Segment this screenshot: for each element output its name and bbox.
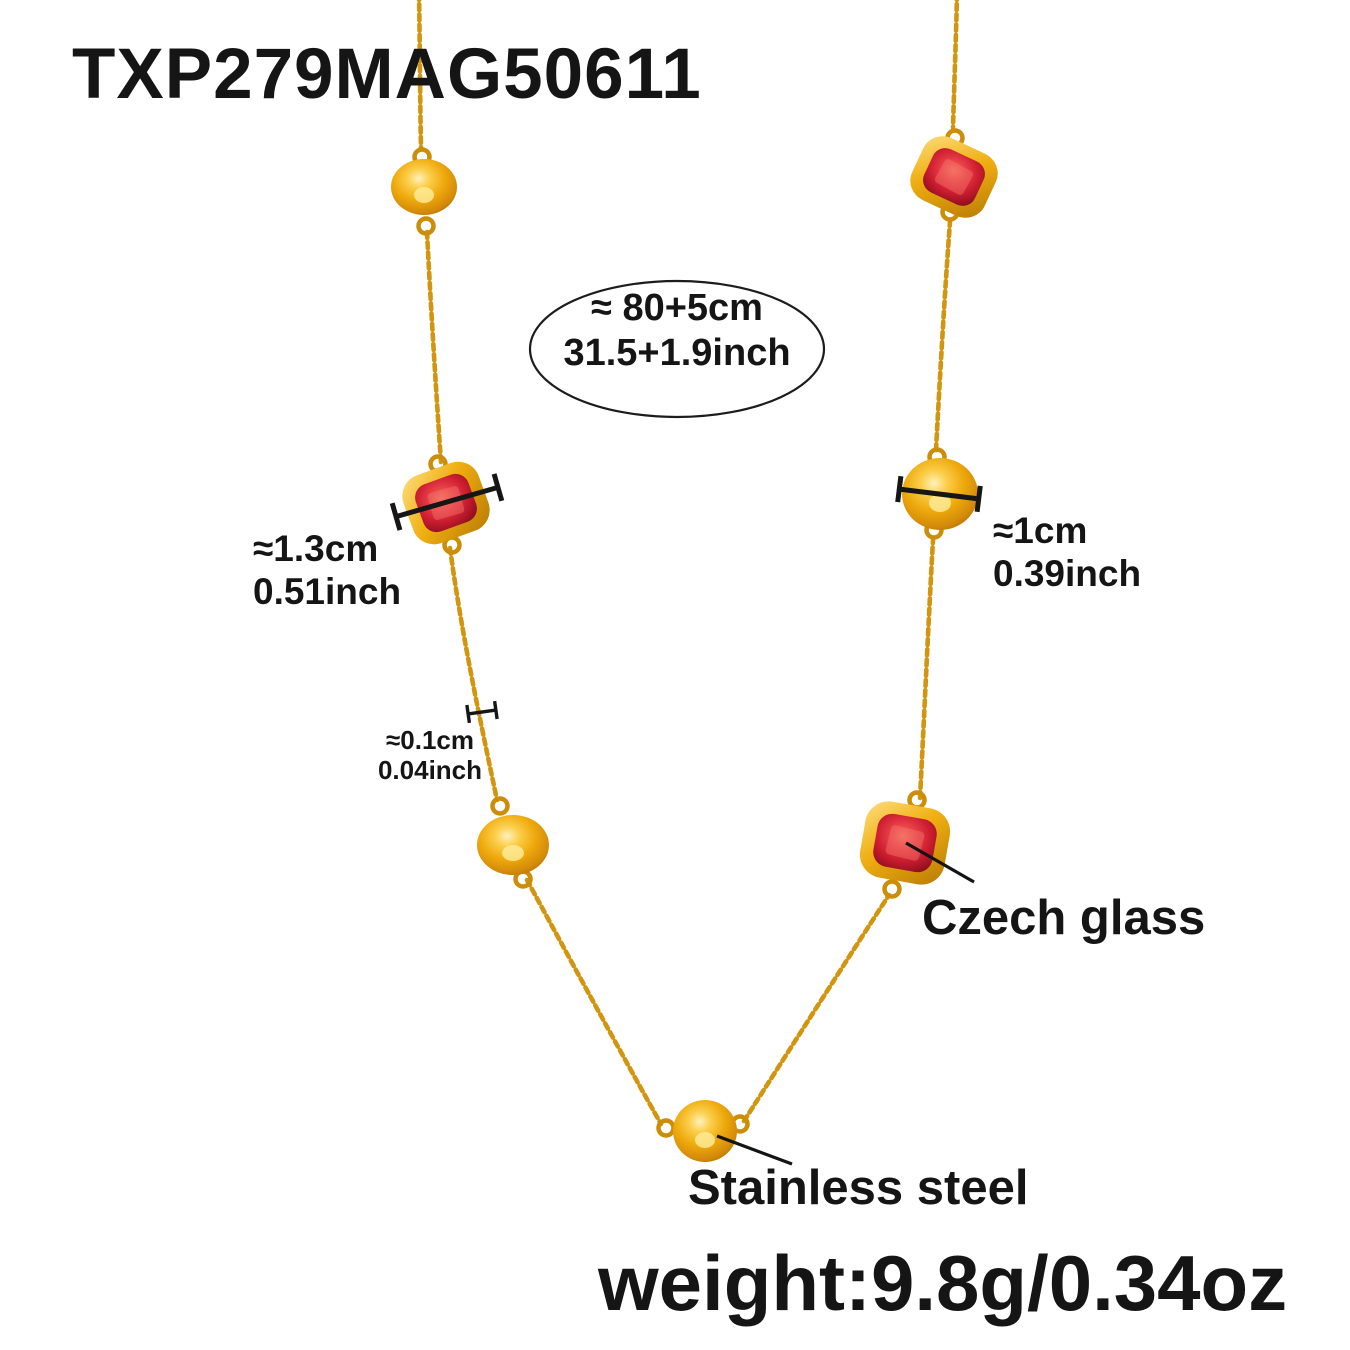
chain-segment [741, 892, 892, 1124]
material-label-stainless-steel: Stainless steel [688, 1161, 1029, 1215]
measurement-mark-chain [465, 700, 499, 724]
chain-segment [424, 229, 444, 465]
chain-segment [447, 545, 500, 803]
red-bead-size-inch: 0.51inch [253, 570, 402, 612]
red-bead-size-cm: ≈1.3cm [253, 528, 379, 569]
chain-thickness-cm: ≈0.1cm [386, 725, 474, 755]
red-glass-bead [903, 129, 1005, 225]
total-length-label: ≈ 80+5cm 31.5+1.9inch [527, 286, 827, 376]
gold-ball-size-label: ≈1cm 0.39inch [993, 510, 1141, 595]
connector-ring [882, 879, 902, 899]
chain-thickness-inch: 0.04inch [377, 754, 483, 785]
connector-ring [490, 796, 510, 816]
pointer-line-czech-glass [905, 841, 975, 884]
red-bead-size-label: ≈1.3cm 0.51inch [253, 528, 401, 613]
material-label-czech-glass: Czech glass [922, 891, 1206, 945]
length-oval-outline [528, 279, 826, 419]
total-length-inch: 31.5+1.9inch [563, 331, 791, 374]
weight-label: weight:9.8g/0.34oz [598, 1239, 1288, 1327]
chain-segment [416, 0, 424, 151]
chain-segment [524, 877, 664, 1127]
chain-thickness-label: ≈0.1cm 0.04inch [357, 725, 503, 786]
pointer-line-stainless-steel [716, 1134, 793, 1166]
measurement-mark-gold-ball [895, 475, 983, 513]
connector-ring [656, 1118, 676, 1138]
gold-ball-bead [477, 815, 549, 875]
product-code: TXP279MAG50611 [72, 35, 702, 114]
gold-ball-size-cm: ≈1cm [993, 510, 1088, 551]
gold-ball-bead [391, 159, 457, 215]
chain-segment [950, 0, 960, 131]
connector-ring [416, 216, 436, 236]
measurement-mark-red-bead [389, 473, 505, 531]
gold-ball-size-inch: 0.39inch [993, 552, 1142, 594]
chain-segment [917, 537, 936, 801]
chain-segment [933, 219, 953, 453]
gold-ball-bead [673, 1100, 737, 1162]
red-glass-bead [856, 797, 954, 889]
total-length-cm: ≈ 80+5cm [591, 287, 763, 329]
